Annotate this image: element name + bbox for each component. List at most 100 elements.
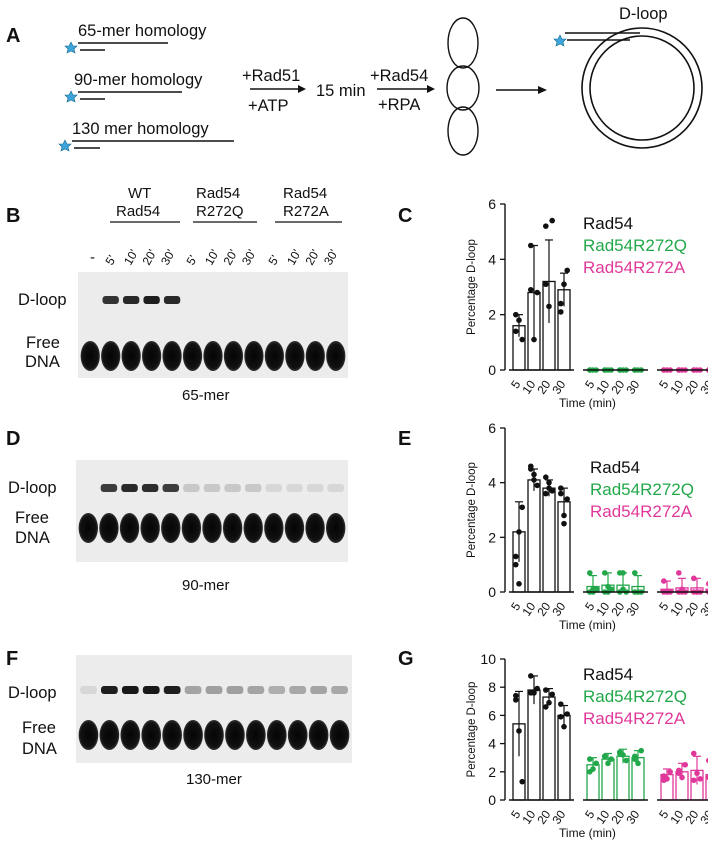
dloop-band (226, 686, 244, 694)
lane-time-label: 5' (265, 253, 282, 268)
data-point (593, 760, 599, 767)
free-dna-band (264, 513, 284, 543)
data-point (558, 714, 564, 720)
dloop-band (268, 686, 286, 694)
x-tick-label: 30 (697, 377, 708, 396)
data-point (546, 485, 552, 491)
lane-time-label: 5' (102, 253, 119, 268)
free-dna-band (78, 513, 98, 543)
y-tick-label: 0 (488, 792, 496, 808)
free-dna-band (225, 720, 245, 750)
data-point (528, 242, 534, 249)
data-point (667, 769, 673, 775)
data-point (516, 728, 522, 734)
data-point (528, 690, 534, 696)
bar (542, 696, 556, 801)
dloop-band (121, 686, 139, 694)
data-point (694, 770, 700, 777)
data-point (528, 673, 534, 679)
dloop-band (163, 686, 181, 694)
y-tick-label: 2 (488, 307, 496, 323)
dloop-band (102, 296, 119, 304)
panel-a: A 65-mer homology 90-mer homology 130 me… (6, 5, 703, 156)
dloop-band (247, 686, 265, 694)
data-point (605, 583, 611, 590)
free-label-d-2: DNA (15, 529, 50, 547)
gel-caption-b: 65-mer (182, 387, 230, 404)
gel-lanes-b (80, 296, 346, 371)
free-dna-band (181, 513, 202, 543)
x-tick-label: 30 (549, 807, 568, 826)
y-axis-label: Percentage D-loop (466, 239, 478, 335)
free-dna-band (222, 513, 243, 543)
dloop-band (205, 686, 223, 694)
data-point (516, 529, 522, 535)
free-dna-band (140, 513, 160, 543)
free-dna-band (141, 341, 162, 371)
free-dna-band (141, 720, 162, 750)
rad54-oval (447, 106, 479, 156)
data-point (531, 477, 537, 483)
step2-bottom-label: +RPA (378, 96, 420, 114)
free-dna-band (284, 513, 305, 543)
lane-time-label: 20' (220, 247, 240, 268)
arrow-1-head (298, 85, 306, 93)
dloop-product-label: D-loop (619, 5, 668, 23)
free-dna-band (243, 513, 263, 543)
x-axis-label: Time (min) (559, 618, 616, 632)
substrate-label-90: 90-mer homology (74, 71, 203, 89)
bar (527, 479, 541, 593)
x-tick-label: 30 (623, 599, 642, 618)
panel-letter-c: C (398, 205, 412, 227)
data-point (513, 553, 519, 560)
y-axis-label: Percentage D-loop (466, 682, 478, 778)
free-dna-band (285, 341, 305, 371)
data-point (543, 281, 549, 288)
data-point (682, 761, 688, 768)
free-dna-band (80, 341, 100, 371)
y-tick-label: 4 (488, 251, 496, 267)
x-axis-label: Time (min) (559, 826, 616, 840)
y-tick-label: 2 (488, 529, 496, 545)
data-point (549, 691, 555, 698)
free-dna-band (326, 513, 346, 543)
arrow-3-head (538, 86, 547, 94)
free-dna-band (121, 341, 141, 371)
rad54-oval (446, 65, 480, 111)
star-icon (553, 34, 567, 47)
dloop-band (265, 484, 283, 492)
dloop-label-b: D-loop (18, 291, 67, 309)
dloop-band (142, 686, 160, 694)
dloop-label-f: D-loop (8, 684, 57, 702)
data-point (561, 520, 567, 527)
panel-letter-g: G (398, 648, 414, 670)
data-point (558, 490, 564, 497)
data-point (638, 747, 644, 754)
dloop-band (162, 484, 180, 492)
legend-entry: Rad54R272A (583, 709, 686, 728)
data-point (564, 711, 570, 717)
dloop-band (310, 686, 327, 694)
dloop-band (327, 484, 344, 492)
free-label-f-2: DNA (22, 740, 57, 758)
free-label-b-1: Free (26, 334, 60, 352)
data-point (543, 687, 549, 693)
data-point (632, 756, 638, 762)
legend-entry: Rad54R272A (583, 258, 686, 277)
lane-time-label: 10' (284, 247, 304, 268)
y-tick-label: 8 (488, 679, 496, 695)
legend-entry: Rad54R272Q (583, 687, 687, 706)
data-point (516, 581, 522, 587)
free-dna-band (204, 720, 224, 750)
dloop-band (183, 484, 200, 492)
free-label-d-1: Free (15, 509, 49, 527)
step1-bottom-label: +ATP (248, 97, 289, 115)
lane-labels: 5'10'20'30'5'10'20'30'5'10'20'30' (102, 247, 340, 268)
y-tick-label: 6 (488, 707, 496, 723)
substrate-65: 65-mer homology (64, 22, 207, 54)
data-point (543, 490, 549, 497)
free-label-b-2: DNA (25, 353, 60, 371)
